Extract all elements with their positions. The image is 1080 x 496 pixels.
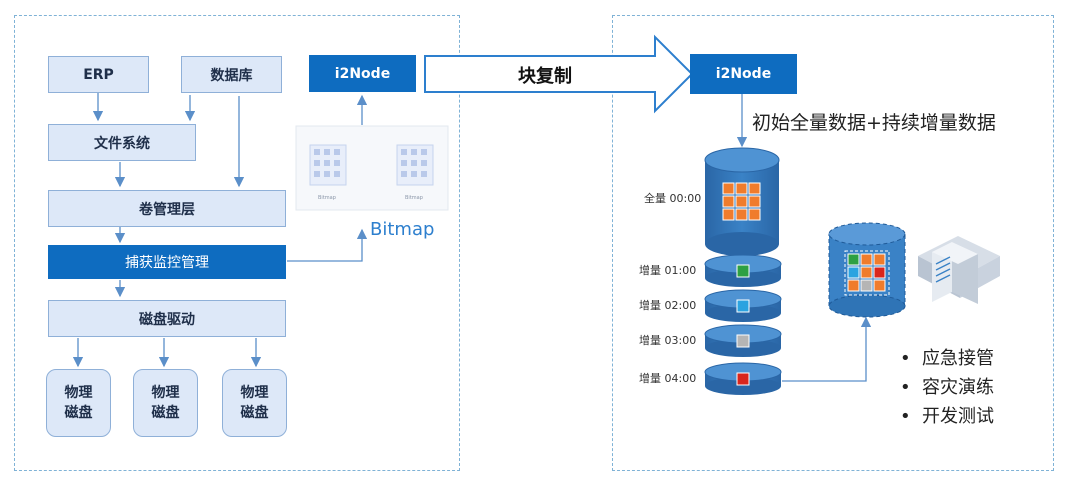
full-grid-cell (722, 195, 735, 208)
incremental-badge (736, 264, 750, 278)
snapshot-grid-cell (847, 253, 860, 266)
full-grid-cell (735, 195, 748, 208)
volume-layer-box: 卷管理层 (48, 190, 286, 227)
bitmap-cell (411, 171, 417, 177)
bitmap-cell (324, 160, 330, 166)
use-case-item: •开发测试 (900, 406, 994, 427)
bitmap-cell (314, 171, 320, 177)
bitmap-cell (314, 149, 320, 155)
disk-label-line1: 物理 (240, 385, 269, 401)
bitmap-cell (421, 160, 427, 166)
block-copy-label: 块复制 (518, 66, 572, 87)
full-grid-cell (735, 182, 748, 195)
incremental-disc-2 (704, 289, 782, 322)
full-grid-cell (748, 208, 761, 221)
full-backup-label: 全量 00:00 (644, 192, 702, 205)
full-grid-cell (735, 208, 748, 221)
bitmap-cell (421, 171, 427, 177)
bitmap-thumb-caption-left: Bitmap (318, 195, 336, 201)
full-grid-cell (722, 182, 735, 195)
bitmap-cell (411, 149, 417, 155)
full-grid-cell (748, 195, 761, 208)
bitmap-cell (411, 160, 417, 166)
snapshot-grid-cell (860, 266, 873, 279)
bitmap-label: Bitmap (370, 219, 435, 240)
data-description: 初始全量数据+持续增量数据 (752, 112, 996, 134)
target-i2node-box: i2Node (690, 54, 797, 94)
capture-monitor-box: 捕获监控管理 (48, 245, 286, 279)
disk-label-line2: 磁盘 (151, 405, 180, 421)
incremental-badge (736, 334, 750, 348)
full-backup-cylinder (704, 147, 780, 256)
snapshot-grid-cell (860, 253, 873, 266)
full-grid-cell (748, 182, 761, 195)
disk-label-line2: 磁盘 (64, 405, 93, 421)
incremental-badge (736, 372, 750, 386)
full-grid-cell (722, 208, 735, 221)
bitmap-cell (401, 149, 407, 155)
source-panel (14, 15, 460, 471)
disk-label-line2: 磁盘 (240, 405, 269, 421)
erp-box: ERP (48, 56, 149, 93)
disk-label-line1: 物理 (151, 385, 180, 401)
bitmap-cell (324, 171, 330, 177)
incremental-label-1: 增量 01:00 (639, 264, 697, 277)
incremental-label-3: 增量 03:00 (639, 334, 697, 347)
bitmap-cell (334, 171, 340, 177)
physical-disk-3: 物理 磁盘 (222, 369, 287, 437)
snapshot-grid-cell (847, 279, 860, 292)
database-box: 数据库 (181, 56, 282, 93)
bitmap-cell (334, 160, 340, 166)
incremental-label-4: 增量 04:00 (639, 372, 697, 385)
use-case-text: 应急接管 (922, 348, 994, 369)
target-panel (612, 15, 1054, 471)
use-case-item: •应急接管 (900, 348, 994, 369)
incremental-badge (736, 299, 750, 313)
use-case-list: •应急接管 •容灾演练 •开发测试 (900, 344, 994, 431)
bitmap-cell (401, 171, 407, 177)
bitmap-cell (334, 149, 340, 155)
bitmap-cell (314, 160, 320, 166)
use-case-text: 开发测试 (922, 406, 994, 427)
incremental-label-2: 增量 02:00 (639, 299, 697, 312)
arrow-incremental-snapshot (782, 316, 872, 382)
disk-driver-box: 磁盘驱动 (48, 300, 286, 337)
bitmap-cell (324, 149, 330, 155)
physical-disk-1: 物理 磁盘 (46, 369, 111, 437)
bitmap-cell (421, 149, 427, 155)
arrow-capture-bitmap (287, 228, 368, 262)
use-case-item: •容灾演练 (900, 377, 994, 398)
snapshot-grid-cell (847, 266, 860, 279)
snapshot-grid-cell (860, 279, 873, 292)
snapshot-grid-cell (873, 279, 886, 292)
filesystem-box: 文件系统 (48, 124, 196, 161)
use-case-text: 容灾演练 (922, 377, 994, 398)
bitmap-cell (401, 160, 407, 166)
snapshot-grid-outline (844, 250, 890, 296)
bitmap-thumb-caption-right: Bitmap (405, 195, 423, 201)
block-copy-arrow (424, 34, 694, 114)
snapshot-grid-cell (873, 253, 886, 266)
physical-disk-2: 物理 磁盘 (133, 369, 198, 437)
server-icon (918, 236, 1000, 304)
source-i2node-box: i2Node (309, 55, 416, 92)
disk-label-line1: 物理 (64, 385, 93, 401)
snapshot-grid-cell (873, 266, 886, 279)
